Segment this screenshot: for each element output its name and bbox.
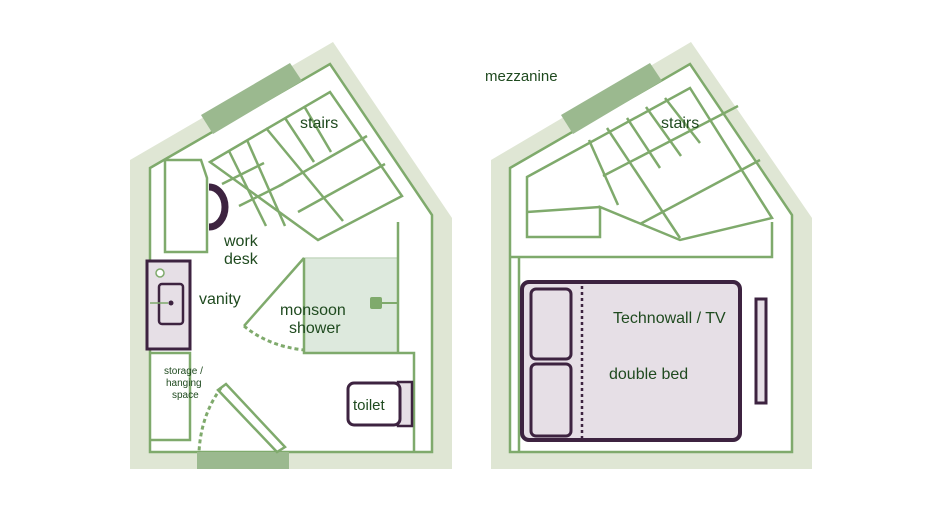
double-bed-label: double bed	[609, 366, 688, 383]
vanity-label: vanity	[199, 291, 241, 308]
mezzanine-top-window	[561, 63, 662, 134]
toilet-label: toilet	[353, 397, 386, 414]
vanity-drain	[168, 300, 174, 306]
shower-head-icon	[370, 297, 382, 309]
technowall-label: Technowall / TV	[613, 310, 726, 327]
lower-top-window	[201, 63, 302, 134]
storage-label-line1: storage /	[164, 366, 203, 377]
pillow-top	[529, 287, 573, 361]
mezzanine-label: mezzanine	[485, 68, 558, 85]
mezzanine-edge	[510, 222, 774, 259]
work-desk-label-line2: desk	[224, 251, 259, 268]
lower-bottom-window	[197, 452, 289, 469]
desk-chair	[208, 183, 229, 231]
shower-door-swing	[243, 324, 305, 352]
lower-floor-plan	[130, 42, 452, 469]
vanity-tap	[155, 268, 165, 278]
work-desk	[163, 158, 209, 254]
technowall-tv	[754, 297, 768, 405]
double-bed	[520, 280, 742, 442]
work-desk-label-line1: work	[223, 233, 259, 250]
storage-label-line3: space	[172, 390, 199, 401]
shower-label-line2: shower	[289, 320, 341, 337]
stairs-label-mezzanine: stairs	[661, 115, 699, 132]
stairs-label-lower: stairs	[300, 115, 338, 132]
bathroom-wall	[302, 258, 416, 452]
storage-label-line2: hanging	[166, 378, 202, 389]
storage-wall	[150, 351, 192, 442]
entrance-door	[216, 382, 287, 454]
mezzanine-stairs	[525, 86, 774, 242]
pillow-bottom	[529, 362, 573, 438]
mezzanine-floor-plan	[491, 42, 812, 469]
lower-stairs	[207, 90, 404, 242]
shower-door	[243, 257, 305, 327]
shower-label-line1: monsoon	[280, 302, 346, 319]
toilet-bowl	[346, 381, 402, 427]
